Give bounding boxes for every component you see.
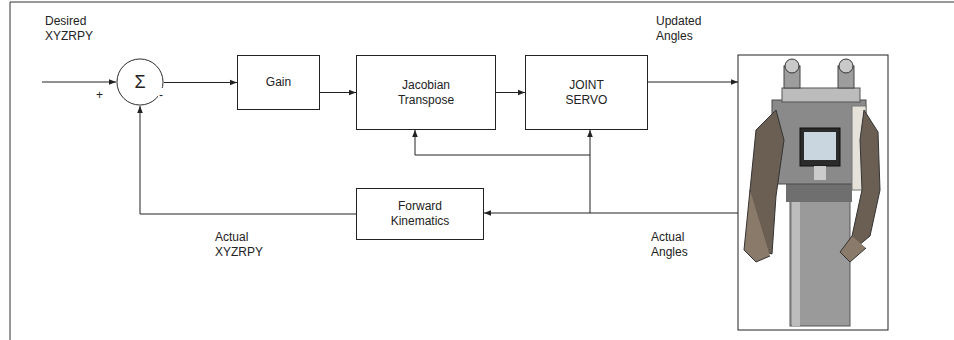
kinematics-box: Forward Kinematics <box>356 188 484 240</box>
output-label: Updated Angles <box>655 14 713 44</box>
box-label: Jacobian Transpose <box>391 78 461 108</box>
jacobian-box: Jacobian Transpose <box>356 55 496 130</box>
sum-junction: Σ <box>116 58 164 106</box>
signal-arrow <box>140 106 356 214</box>
signal-arrow <box>320 92 356 93</box>
box-label: Gain <box>266 75 291 90</box>
signal-arrow <box>164 82 237 83</box>
input-label: Desired XYZRPY <box>44 14 106 44</box>
signal-arrow <box>496 92 525 93</box>
sign-label: + <box>95 88 104 103</box>
servo-box: JOINT SERVO <box>525 55 648 130</box>
box-label: JOINT SERVO <box>562 78 612 108</box>
frame <box>10 2 954 340</box>
box-label: Forward Kinematics <box>385 199 455 229</box>
feedback-label: Actual Angles <box>650 230 702 260</box>
sum-symbol: Σ <box>134 71 145 94</box>
robot-illustration <box>738 55 888 330</box>
feedback-label: Actual XYZRPY <box>214 230 276 260</box>
gain-box: Gain <box>237 55 320 110</box>
sign-label: - <box>158 88 164 103</box>
